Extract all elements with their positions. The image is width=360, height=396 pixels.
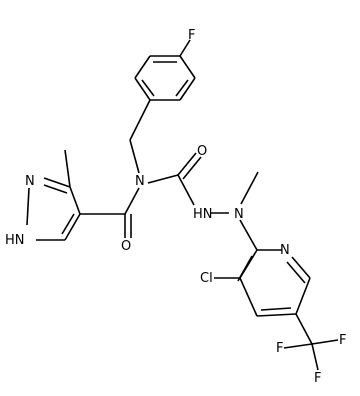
- atom-n-amide: N: [135, 174, 145, 189]
- bond-urea-c-nh: [177, 174, 195, 206]
- atom-pyridine-n: N: [280, 243, 290, 258]
- bonds: [26, 39, 339, 371]
- bond-py-n-c6: [291, 256, 311, 279]
- bond-cf3-f-left: [283, 343, 313, 349]
- bond-c-f: [179, 39, 191, 57]
- bond-pz-c4-c5: [64, 213, 81, 241]
- bond-ring-a1: [179, 55, 196, 79]
- bond-py-c5-c4: [256, 313, 297, 317]
- bond-cf3-f-right: [311, 339, 339, 345]
- atom-n-methyl: N: [234, 207, 244, 222]
- bond-cf3-f-bottom: [311, 343, 319, 371]
- atom-o-amide: O: [121, 239, 131, 254]
- bond-pz-c4-c5-double: [61, 213, 75, 235]
- bond-pz-methyl: [64, 149, 71, 188]
- bond-ring-a-double-3: [141, 79, 155, 97]
- atom-nh-hydrazine: HN: [193, 207, 213, 222]
- atom-f-top: F: [188, 28, 195, 43]
- atom-cf3-f-bottom: F: [314, 371, 321, 386]
- bond-py-c4-c3: [239, 277, 258, 317]
- bond-pz-n2-n1: [26, 187, 30, 226]
- bond-ring-a-double-2: [175, 79, 189, 97]
- atom-cf3-f-left: F: [276, 341, 283, 356]
- atom-cl: Cl: [200, 271, 213, 286]
- atom-cf3-f-right: F: [339, 333, 346, 348]
- bond-pz-c3-n2-double: [43, 184, 68, 194]
- bond-py-c6-c5: [295, 277, 311, 315]
- bond-urea-co: [177, 152, 197, 176]
- bond-ring-a2: [179, 77, 196, 101]
- bond-urea-co-double: [182, 156, 202, 180]
- bond-py-c5-c4-double: [260, 307, 292, 311]
- bond-c-cf3: [295, 313, 313, 345]
- bond-ring-ch2: [129, 99, 151, 141]
- bond-ring-a4: [134, 77, 151, 101]
- atom-pyrazole-n: N: [25, 174, 35, 189]
- bond-ring-a5: [134, 55, 151, 79]
- bond-py-c2-c3-double: [237, 255, 253, 282]
- atom-pyrazole-nh: HN: [5, 233, 25, 248]
- bond-pz-c4-c3: [69, 186, 81, 215]
- atom-labels: F N O O N HN HN N N Cl F F F: [5, 28, 346, 386]
- bond-py-n-c6-double: [286, 261, 306, 284]
- bond-ch2-n: [129, 139, 140, 174]
- atom-o-urea: O: [197, 144, 207, 159]
- bond-pz-c3-n2: [43, 177, 71, 188]
- bond-n-methyl: [240, 171, 259, 205]
- bond-n-pyridine: [239, 219, 258, 251]
- bond-n-urea-c: [147, 174, 179, 184]
- bond-n-amide-c: [124, 187, 140, 215]
